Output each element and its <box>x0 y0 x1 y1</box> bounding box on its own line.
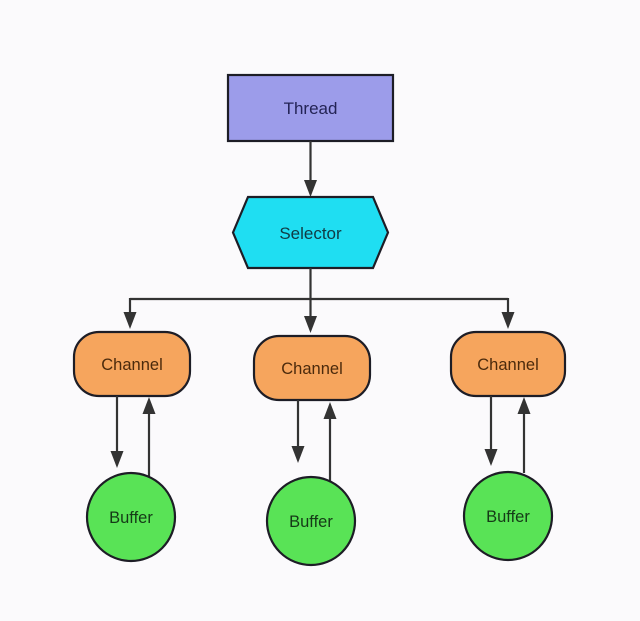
buffer-label-2: Buffer <box>289 513 333 531</box>
thread-node: Thread <box>226 73 395 143</box>
buffer-label-1: Buffer <box>109 509 153 527</box>
channel-box-2 <box>252 334 372 402</box>
branch-right-arrowhead <box>501 312 515 329</box>
channel-box-1 <box>72 330 192 398</box>
channel-label-1: Channel <box>101 356 162 374</box>
thread-label: Thread <box>284 99 338 118</box>
buffer-node-3: Buffer <box>462 470 554 562</box>
channel-box-3 <box>449 330 567 398</box>
buffer3-to-channel3-arrowhead <box>517 397 531 414</box>
buffer-circle-3 <box>462 470 554 562</box>
channel-label-3: Channel <box>477 356 538 374</box>
buffer-node-2: Buffer <box>265 475 357 567</box>
channel-label-2: Channel <box>281 360 342 378</box>
buffer2-to-channel2-arrowhead <box>323 402 337 419</box>
channel3-to-buffer3-arrowhead <box>484 449 498 466</box>
channel2-to-buffer2-arrowhead <box>291 446 305 463</box>
selector-hexagon <box>231 195 390 270</box>
thread-to-selector-arrowhead <box>304 180 317 197</box>
channel-node-1: Channel <box>72 330 192 398</box>
thread-box <box>226 73 395 143</box>
buffer1-to-channel1-arrowhead <box>142 397 156 414</box>
buffer-circle-2 <box>265 475 357 567</box>
selector-node: Selector <box>231 195 390 270</box>
channel-node-3: Channel <box>449 330 567 398</box>
selector-label: Selector <box>279 224 342 243</box>
buffer-node-1: Buffer <box>85 471 177 563</box>
branch-left-arrowhead <box>123 312 137 329</box>
channel1-to-buffer1-arrowhead <box>110 451 124 468</box>
buffer-label-3: Buffer <box>486 508 530 526</box>
channel-node-2: Channel <box>252 334 372 402</box>
branch-middle-arrowhead <box>304 316 317 333</box>
buffer-circle-1 <box>85 471 177 563</box>
